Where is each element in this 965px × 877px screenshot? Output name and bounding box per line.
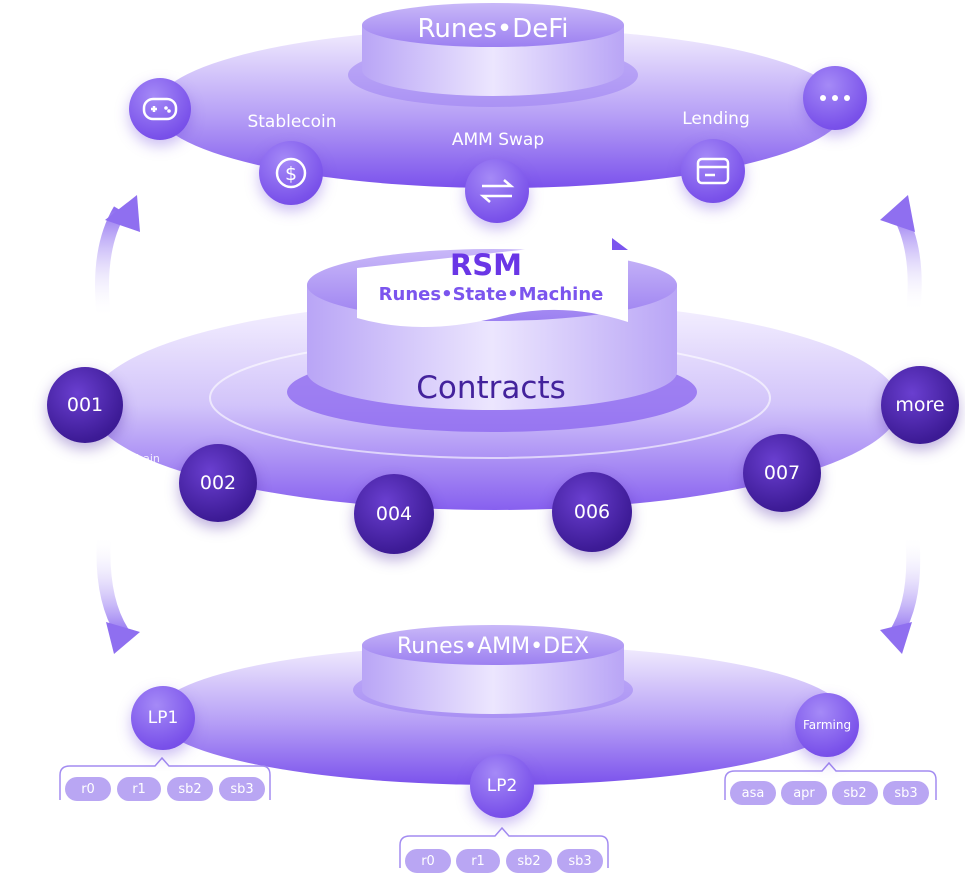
- game-icon: [129, 78, 191, 140]
- farming-pill: sb3: [883, 781, 929, 805]
- rsm-title: RSM: [449, 248, 523, 282]
- more-dots-icon: [803, 66, 867, 130]
- arrow-top-right: [880, 195, 922, 313]
- defi-title: Runes•DeFi: [417, 14, 569, 44]
- node-001: 001: [47, 367, 123, 443]
- lp1-pill: r0: [65, 777, 111, 801]
- lp2-pill: r0: [405, 849, 451, 873]
- stablecoin-label: Stablecoin: [247, 112, 337, 132]
- rsm-subtitle: Runes•State•Machine: [378, 284, 604, 305]
- farming-bracket: [724, 761, 937, 800]
- lending-label: Lending: [682, 109, 750, 129]
- node-002: 002: [179, 444, 257, 522]
- node-more: more: [881, 366, 959, 444]
- faint-chain-label: hain: [136, 452, 160, 465]
- farming-pill: apr: [781, 781, 827, 805]
- node-007: 007: [743, 434, 821, 512]
- lp2-bracket: [399, 826, 609, 868]
- lp2-pill: sb2: [506, 849, 552, 873]
- arrow-bottom-right: [880, 534, 921, 654]
- dex-title: Runes•AMM•DEX: [396, 634, 590, 659]
- farming-pill: sb2: [832, 781, 878, 805]
- lp1-bracket: [59, 756, 271, 800]
- svg-text:$: $: [285, 163, 297, 185]
- lp2-pill: r1: [456, 849, 500, 873]
- farming-pill: asa: [730, 781, 776, 805]
- farming-node: Farming: [795, 693, 859, 757]
- contracts-label: Contracts: [416, 370, 566, 406]
- swap-icon: [465, 159, 529, 223]
- lp1-pill: sb3: [219, 777, 265, 801]
- arrow-bottom-left: [96, 534, 140, 654]
- lp1-pill: r1: [117, 777, 161, 801]
- lp1-node: LP1: [131, 686, 195, 750]
- dollar-icon: $: [259, 141, 323, 205]
- arrow-top-left: [95, 195, 140, 319]
- node-006: 006: [552, 472, 632, 552]
- card-icon: [681, 139, 745, 203]
- lp1-pill: sb2: [167, 777, 213, 801]
- lp2-pill: sb3: [557, 849, 603, 873]
- lp2-node: LP2: [470, 754, 534, 818]
- node-004: 004: [354, 474, 434, 554]
- amm-swap-label: AMM Swap: [451, 130, 545, 150]
